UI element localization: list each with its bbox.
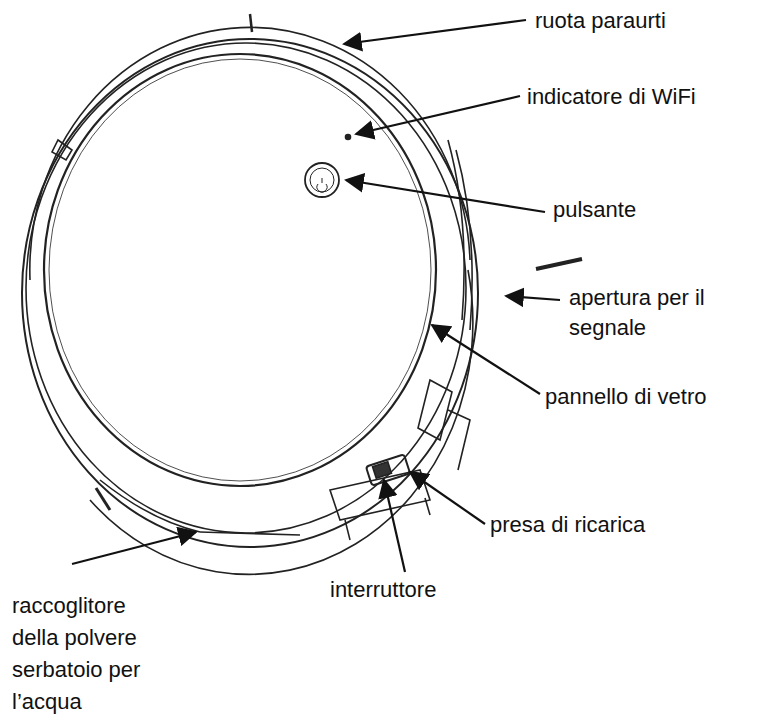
part-label: ruota paraurti (535, 6, 765, 36)
part-label: presa di ricarica (490, 510, 730, 540)
part-label: apertura per il segnale (569, 283, 719, 343)
part-label: raccoglitore della polvere serbatoio per… (12, 590, 162, 718)
part-label: pulsante (553, 195, 753, 225)
part-label: indicatore di WiFi (527, 82, 767, 112)
part-label: pannello di vetro (545, 382, 770, 412)
part-label: interruttore (330, 575, 530, 605)
